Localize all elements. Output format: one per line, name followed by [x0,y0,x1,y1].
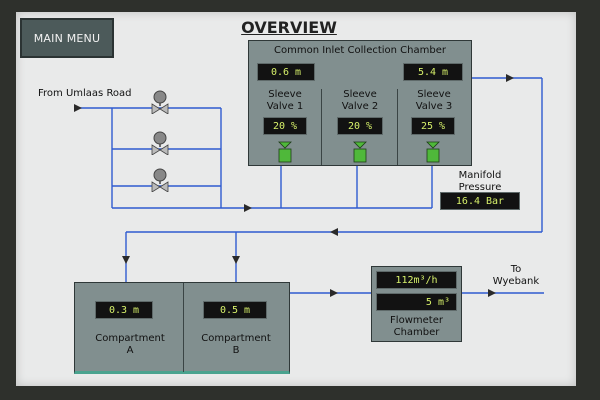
sleeve-valve-3-icon[interactable] [426,141,440,163]
pipe-network [74,74,544,297]
chamber-title: Common Inlet Collection Chamber [274,45,446,56]
manifold-label-line2: Pressure [458,182,502,193]
sleeve-valve-3-label-line2: Valve 3 [415,101,453,112]
compartment-b-label-line2: B [232,345,240,356]
manifold-pressure-value: 16.4 Bar [440,192,520,210]
compartment-b-level: 0.5 m [203,301,267,319]
outlet-label-line2: Wyebank [492,276,540,287]
flowmeter-volume-value: 5 m³ [376,293,457,311]
compartment-b-label: Compartment B [191,333,281,357]
sleeve-valve-1-label: Sleeve Valve 1 [255,89,315,113]
sleeve-valve-3-label-line1: Sleeve [417,89,451,100]
sleeve-valve-1-icon[interactable] [278,141,292,163]
flowmeter-chamber: 112m³/h 5 m³ Flowmeter Chamber [371,266,462,342]
chamber-divider-1 [321,89,322,165]
inlet-valve-3-icon[interactable] [150,168,170,192]
inlet-valve-1-icon[interactable] [150,90,170,114]
chamber-level-left: 0.6 m [257,63,315,81]
sleeve-valve-2-label: Sleeve Valve 2 [329,89,391,113]
outlet-label-line1: To [510,264,522,275]
hmi-screen: MAIN MENU OVERVIEW From Umlaas Road Comm… [16,12,576,386]
flowmeter-label-line1: Flowmeter [390,315,443,326]
sleeve-valve-1-label-line2: Valve 1 [266,101,304,112]
compartment-divider [183,283,184,372]
sleeve-valve-2-icon[interactable] [353,141,367,163]
sleeve-valve-3-value: 25 % [411,117,455,135]
sleeve-valve-2-label-line2: Valve 2 [341,101,379,112]
sleeve-valve-1-label-line1: Sleeve [268,89,302,100]
sleeve-valve-2-label-line1: Sleeve [343,89,377,100]
compartment-a-label-line2: A [126,345,134,356]
inlet-collection-chamber: Common Inlet Collection Chamber 0.6 m 5.… [248,40,472,166]
chamber-level-right: 5.4 m [403,63,463,81]
chamber-divider-2 [397,89,398,165]
compartments-panel: 0.3 m Compartment A 0.5 m Compartment B [74,282,290,374]
manifold-pressure-label: Manifold Pressure [448,170,512,194]
sleeve-valve-2-value: 20 % [337,117,383,135]
manifold-label-line1: Manifold [458,170,502,181]
page-title: OVERVIEW [241,18,337,37]
outlet-label: To Wyebank [488,264,544,288]
inlet-source-label: From Umlaas Road [38,88,132,99]
compartment-a-level: 0.3 m [95,301,153,319]
sleeve-valve-3-label: Sleeve Valve 3 [403,89,465,113]
flowmeter-flow-value: 112m³/h [376,271,457,289]
compartment-a-label: Compartment A [85,333,175,357]
compartment-b-label-line1: Compartment [201,333,271,344]
compartment-a-label-line1: Compartment [95,333,165,344]
sleeve-valve-1-value: 20 % [263,117,307,135]
inlet-valve-2-icon[interactable] [150,131,170,155]
main-menu-button[interactable]: MAIN MENU [20,18,114,58]
flowmeter-label: Flowmeter Chamber [372,315,461,339]
flowmeter-label-line2: Chamber [393,327,440,338]
